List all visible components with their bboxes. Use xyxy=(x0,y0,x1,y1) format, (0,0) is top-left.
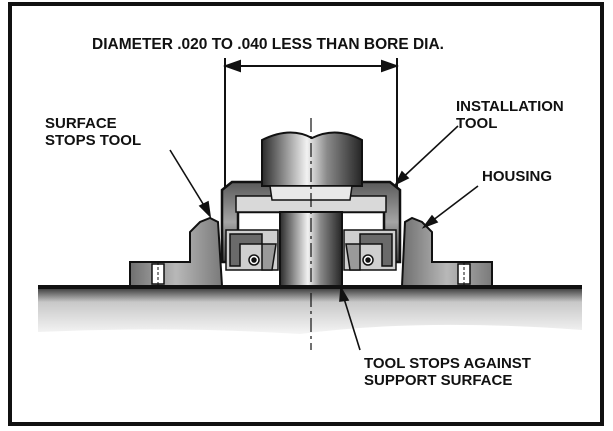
installation-tool-label-line1: INSTALLATION xyxy=(456,98,564,115)
leader-lines xyxy=(169,125,479,351)
surface-stops-tool-label: SURFACE STOPS TOOL xyxy=(45,115,141,149)
tool-stops-label-line2: SUPPORT SURFACE xyxy=(364,372,513,389)
installation-tool-label-line2: TOOL xyxy=(456,115,498,132)
surface-stops-tool-label-line2: STOPS TOOL xyxy=(45,132,142,149)
tool-stops-label-line1: TOOL STOPS AGAINST xyxy=(364,355,531,372)
shaft xyxy=(261,131,363,287)
support-surface xyxy=(38,285,582,334)
seal-right xyxy=(343,229,397,271)
housing-right xyxy=(400,216,493,288)
installation-tool-label: INSTALLATION TOOL xyxy=(456,98,564,132)
dimension-line xyxy=(223,58,399,188)
seal-left xyxy=(225,229,279,271)
housing-label: HOUSING xyxy=(482,168,553,185)
housing-left xyxy=(129,216,224,288)
surface-stops-tool-label-line1: SURFACE xyxy=(45,115,117,132)
tool-stops-label: TOOL STOPS AGAINST SUPPORT SURFACE xyxy=(364,355,531,389)
dimension-label: DIAMETER .020 TO .040 LESS THAN BORE DIA… xyxy=(92,36,444,53)
